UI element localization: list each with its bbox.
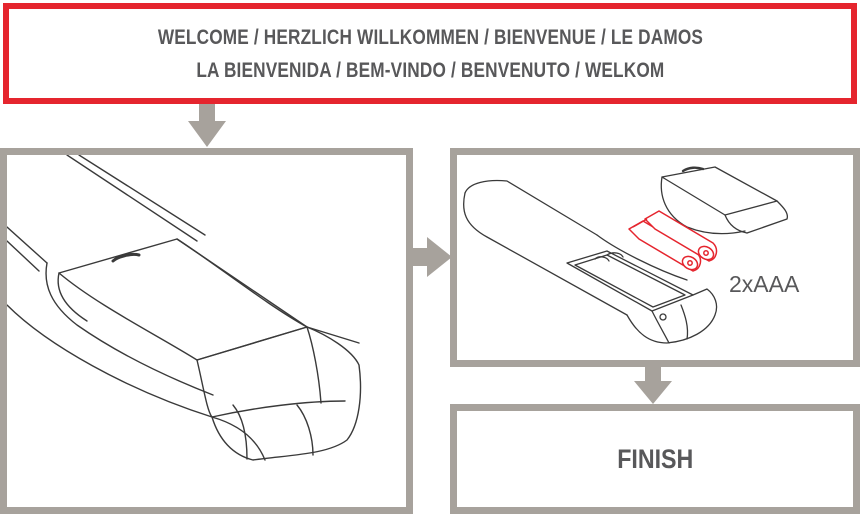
remote-closeup-illustration — [7, 155, 362, 461]
arrow-down-2 — [634, 365, 672, 404]
step1-panel — [0, 148, 413, 514]
finish-panel: FINISH — [450, 404, 860, 514]
arrow-right — [410, 237, 452, 277]
welcome-line-1: WELCOME / HERZLICH WILLKOMMEN / BIENVENU… — [157, 25, 703, 49]
welcome-banner: WELCOME / HERZLICH WILLKOMMEN / BIENVENU… — [3, 3, 857, 104]
battery-type-label: 2xAAA — [729, 271, 800, 297]
welcome-line-2: LA BIENVENIDA / BEM-VINDO / BENVENUTO / … — [195, 58, 665, 82]
battery-insert-illustration — [463, 166, 789, 344]
finish-label: FINISH — [616, 443, 694, 474]
arrow-down-1 — [188, 104, 226, 147]
step2-panel: 2xAAA — [450, 148, 860, 367]
